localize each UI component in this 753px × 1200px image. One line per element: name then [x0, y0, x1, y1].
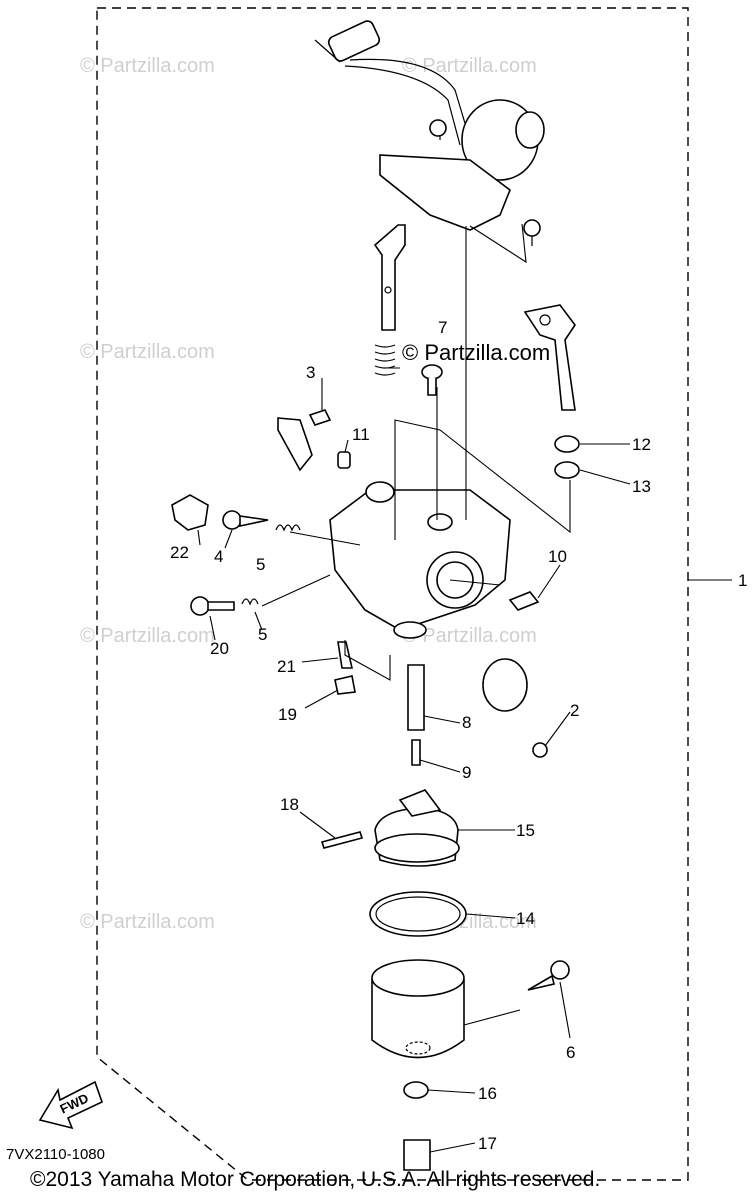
pilot-screw-spring: [374, 344, 443, 396]
choke-shaft: [523, 304, 576, 411]
part-label: 22: [170, 543, 189, 562]
part-label: 8: [462, 713, 471, 732]
watermark: © Partzilla.com: [402, 55, 537, 77]
gasket-14: [369, 891, 467, 937]
part-label: 16: [478, 1084, 497, 1103]
part-label: 12: [632, 435, 651, 454]
part-label: 1: [738, 571, 747, 590]
throttle-shaft: [373, 224, 406, 331]
cap-22: [171, 494, 209, 531]
part-label: 3: [306, 363, 315, 382]
part-label: 17: [478, 1134, 497, 1153]
screw-2: [532, 742, 548, 758]
emulsion-tube-8: [407, 664, 425, 731]
choke-assembly: [314, 20, 545, 246]
jet-10: [508, 591, 540, 611]
copyright-notice: ©2013 Yamaha Motor Corporation, U.S.A. A…: [30, 1168, 601, 1191]
screw-20: [190, 596, 235, 616]
spring-5a: [275, 524, 301, 532]
gasket-inner: [375, 896, 461, 932]
part-label: 10: [548, 547, 567, 566]
washer-16: [403, 1081, 429, 1099]
washer-12: [554, 435, 580, 453]
watermark-main: © Partzilla.com: [402, 340, 550, 365]
watermark: © Partzilla.com: [402, 625, 537, 647]
plate-part-3: [277, 409, 332, 472]
fitting-11: [337, 451, 351, 469]
spring-5b: [241, 598, 259, 606]
part-label: 9: [462, 763, 471, 782]
watermark: © Partzilla.com: [80, 911, 215, 933]
watermark: © Partzilla.com: [80, 341, 215, 363]
part-labels: 1 2 3 4 5 5 6 7 8 9 10 11 12 13 14 15 16…: [170, 318, 747, 1153]
pin-18: [320, 831, 364, 849]
watermark: © Partzilla.com: [80, 625, 215, 647]
part-label: 20: [210, 639, 229, 658]
float-bowl: [371, 959, 465, 1059]
part-label: 13: [632, 477, 651, 496]
drain-plug-17: [403, 1139, 431, 1171]
part-label: 2: [570, 701, 579, 720]
screw-4: [222, 510, 269, 530]
washer-13: [554, 461, 580, 479]
part-label: 5: [256, 555, 265, 574]
part-label: 21: [277, 657, 296, 676]
part-label: 5: [258, 625, 267, 644]
part-label: 4: [214, 547, 223, 566]
assembly-border: [96, 7, 689, 1181]
part-label: 14: [516, 909, 535, 928]
fwd-arrow: FWD: [38, 1080, 103, 1130]
part-label: 7: [438, 318, 447, 337]
float-15: [374, 789, 460, 867]
part-label: 15: [516, 821, 535, 840]
part-label: 18: [280, 795, 299, 814]
diagram-code: 7VX2110-1080: [6, 1146, 105, 1163]
carburetor-body: [329, 481, 511, 639]
part-label: 19: [278, 705, 297, 724]
part-label: 11: [352, 425, 370, 444]
clip-19: [334, 675, 356, 695]
main-jet-9: [411, 739, 421, 766]
throttle-valve: [482, 658, 528, 712]
watermark: © Partzilla.com: [80, 55, 215, 77]
screw-6: [527, 960, 570, 991]
part-label: 6: [566, 1043, 575, 1062]
leader-lines: [197, 223, 631, 1153]
